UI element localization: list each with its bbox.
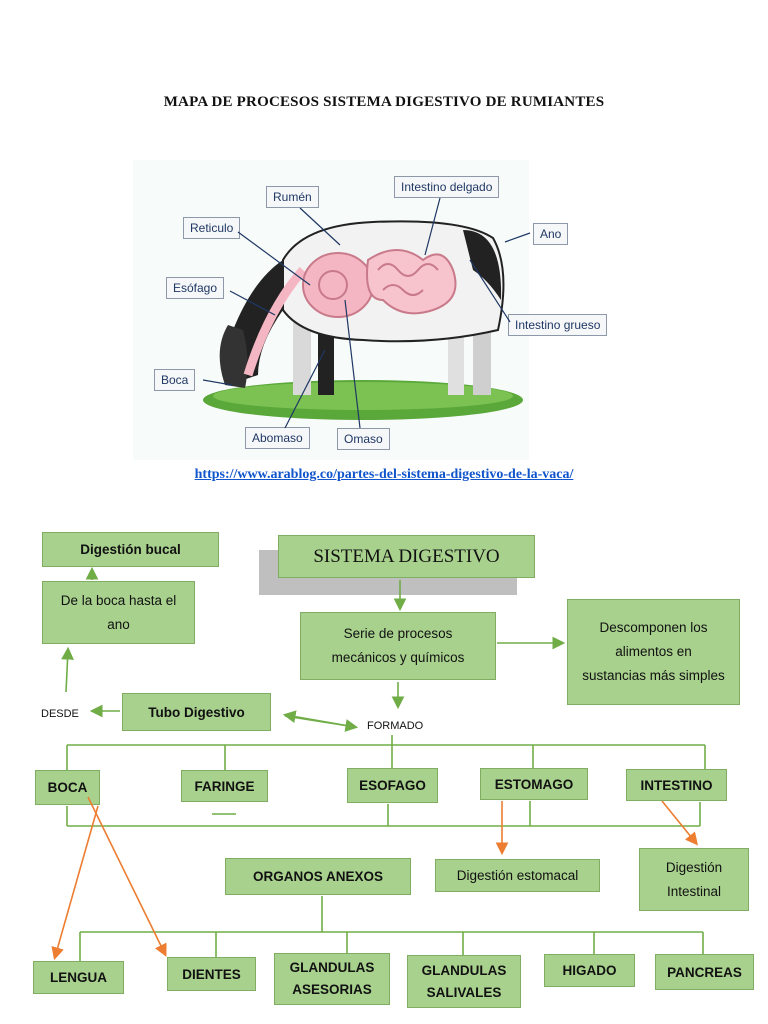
illustration-leader-lines: [202, 197, 531, 429]
box-organos-anexos: ORGANOS ANEXOS: [225, 858, 411, 895]
box-lengua: LENGUA: [33, 961, 124, 994]
box-higado: HIGADO: [544, 954, 635, 987]
box-glandulas-salivales: GLANDULAS SALIVALES: [407, 955, 521, 1008]
box-dientes: DIENTES: [167, 957, 256, 991]
source-link[interactable]: https://www.arablog.co/partes-del-sistem…: [194, 467, 574, 482]
label-ano: Ano: [533, 223, 569, 245]
label-intestino-delgado: Intestino delgado: [394, 176, 500, 198]
label-boca: Boca: [154, 369, 196, 391]
cow-drawing: [203, 220, 523, 420]
label-formado: FORMADO: [367, 720, 424, 732]
label-abomaso: Abomaso: [245, 427, 310, 449]
page-title: MAPA DE PROCESOS SISTEMA DIGESTIVO DE RU…: [163, 94, 605, 110]
box-estomago: ESTOMAGO: [480, 768, 588, 800]
box-faringe: FARINGE: [181, 770, 268, 802]
box-intestino: INTESTINO: [626, 769, 727, 801]
box-tubo-digestivo: Tubo Digestivo: [122, 693, 271, 731]
box-sistema-digestivo: SISTEMA DIGESTIVO: [278, 535, 535, 578]
label-omaso: Omaso: [337, 428, 390, 450]
box-pancreas: PANCREAS: [655, 954, 754, 990]
label-desde: DESDE: [41, 708, 79, 720]
label-esofago: Esófago: [166, 277, 225, 299]
box-boca: BOCA: [35, 770, 100, 805]
box-esofago: ESOFAGO: [347, 768, 438, 803]
label-intestino-grueso: Intestino grueso: [508, 314, 608, 336]
box-digestion-estomacal: Digestión estomacal: [435, 859, 600, 892]
label-reticulo: Reticulo: [183, 217, 241, 239]
box-serie-procesos: Serie de procesos mecánicos y químicos: [300, 612, 496, 680]
box-digestion-intestinal: Digestión Intestinal: [639, 848, 749, 911]
box-descomponen: Descomponen los alimentos en sustancias …: [567, 599, 740, 705]
box-glandulas-asesorias: GLANDULAS ASESORIAS: [274, 953, 390, 1005]
label-rumen: Rumén: [266, 186, 319, 208]
box-de-la-boca: De la boca hasta el ano: [42, 581, 195, 644]
box-digestion-bucal: Digestión bucal: [42, 532, 219, 567]
cow-illustration: [133, 160, 529, 460]
